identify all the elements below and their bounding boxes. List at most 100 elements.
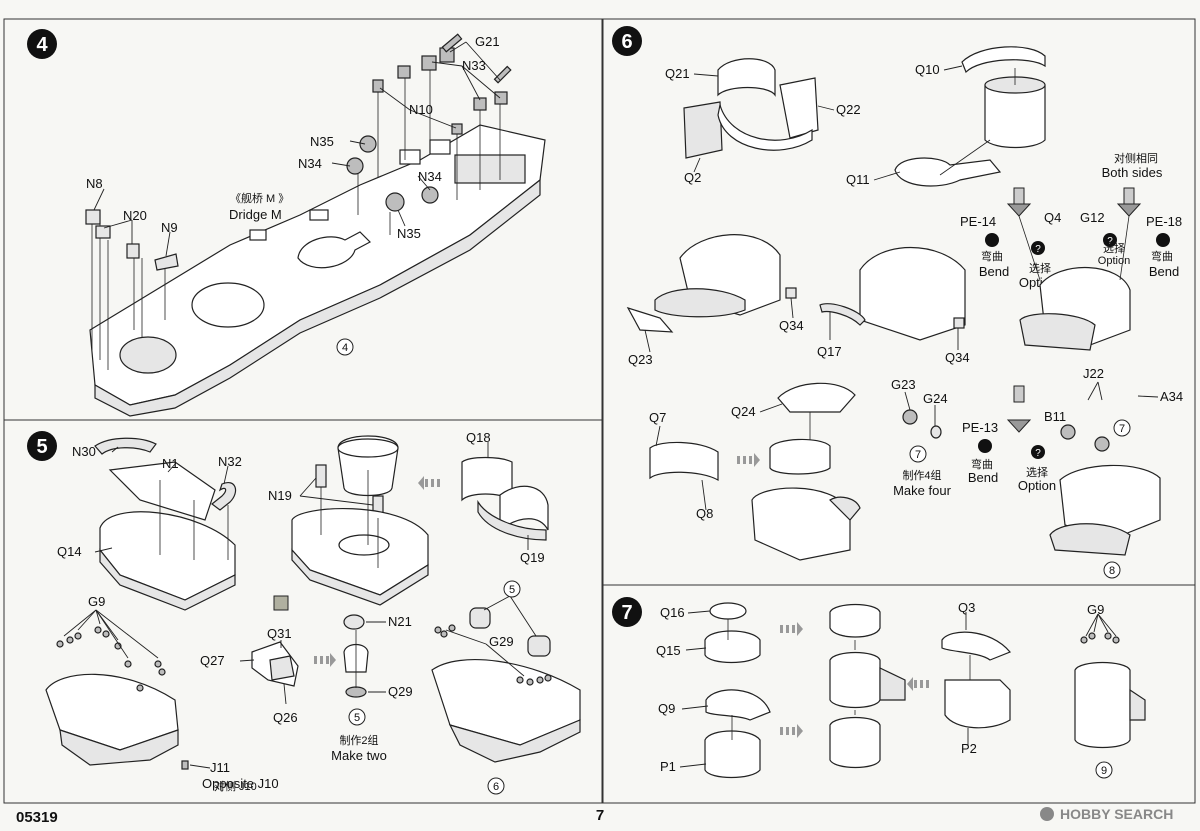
part-B11 <box>1094 436 1110 452</box>
part-Q26 <box>269 655 295 681</box>
superstructure-block <box>454 154 526 184</box>
part-N32 <box>211 482 237 511</box>
label-A34: A34 <box>1160 389 1183 404</box>
label-option-cn-3: 选择 <box>1026 465 1048 479</box>
label-Q29: Q29 <box>388 684 413 699</box>
label-Q34a: Q34 <box>779 318 804 333</box>
label-P2: P2 <box>961 741 977 756</box>
panel-step-5 <box>3 419 603 804</box>
label-Q16: Q16 <box>660 605 685 620</box>
watermark-text: HOBBY SEARCH <box>1060 806 1173 822</box>
part-turret-assembly <box>751 487 851 561</box>
label-option-cn-1: 选择 <box>1029 261 1051 275</box>
part-turret-5 <box>527 635 551 657</box>
part-tower-wing <box>1129 688 1146 721</box>
label-Q18: Q18 <box>466 430 491 445</box>
part-Q10 <box>961 46 1046 74</box>
part-N10 <box>372 79 384 93</box>
hull-side <box>94 178 541 417</box>
part-Q16 <box>709 602 747 620</box>
part-ring <box>769 438 831 475</box>
part-Q3 <box>941 631 1011 661</box>
label-G23: G23 <box>891 377 916 392</box>
part-base-G9 <box>45 673 179 751</box>
part-G21-barrel <box>441 33 463 53</box>
part-N10 <box>451 123 463 135</box>
label-bend-en-2: Bend <box>1149 264 1179 279</box>
label-Q26: Q26 <box>273 710 298 725</box>
sub-ref-7a <box>909 445 927 463</box>
sub-ref-7b-text: 7 <box>1119 423 1125 435</box>
step-5-badge: 5 <box>27 431 57 461</box>
part-N8 <box>85 209 101 225</box>
label-G21: G21 <box>475 34 500 49</box>
label-N9: N9 <box>161 220 178 235</box>
part-G24 <box>930 425 942 439</box>
label-N34b: N34 <box>418 169 442 184</box>
part-G23 <box>902 409 918 425</box>
sub-ref-5b <box>503 580 521 598</box>
svg-text:?: ? <box>1107 236 1113 247</box>
G29-pins <box>434 624 552 686</box>
sub-ref-5a <box>348 708 366 726</box>
sub-ref-7b <box>1113 419 1131 437</box>
svg-text:?: ? <box>1035 244 1041 255</box>
sub-ref-6 <box>487 777 505 795</box>
part-Q21 <box>717 58 776 97</box>
label-Q8: Q8 <box>696 506 713 521</box>
label-Q17: Q17 <box>817 344 842 359</box>
part-base-deck-side <box>291 548 429 606</box>
option-icon: ? <box>1031 445 1045 459</box>
part-tower-G9 <box>1074 661 1131 749</box>
step-7-illustration: Q16 Q15 Q9 P1 Q3 P2 <box>656 600 1146 779</box>
assembly-arrow <box>314 653 336 667</box>
part-base-G29-side <box>448 719 581 763</box>
label-Q27: Q27 <box>200 653 225 668</box>
part-base-G9-side <box>59 729 179 766</box>
part-N35 <box>359 135 377 153</box>
part-N21 <box>343 614 365 630</box>
part-N33 <box>473 97 487 111</box>
part-turret-5 <box>469 607 491 629</box>
label-opposite-cn: 对侧 J10 <box>214 779 257 793</box>
label-Q22: Q22 <box>836 102 861 117</box>
subassembly-ref-4 <box>336 338 354 356</box>
part-N20 <box>126 243 140 259</box>
panel-step-7 <box>602 584 1196 804</box>
part-N9 <box>154 253 179 271</box>
label-N34a: N34 <box>298 156 322 171</box>
sub-ref-8-text: 8 <box>1109 565 1115 577</box>
label-N8: N8 <box>86 176 103 191</box>
part-Q9 <box>705 689 771 721</box>
assembly-arrow <box>737 453 760 467</box>
part-Q19-edge <box>477 499 547 541</box>
svg-text:?: ? <box>1035 448 1041 459</box>
label-Q23: Q23 <box>628 352 653 367</box>
label-G12: G12 <box>1080 210 1105 225</box>
svg-text:6: 6 <box>621 31 632 53</box>
part-N34 <box>421 186 439 204</box>
part-bridge-base-4 <box>1049 523 1131 556</box>
label-N35b: N35 <box>397 226 421 241</box>
part-Q17 <box>819 303 866 326</box>
label-N1: N1 <box>162 456 179 471</box>
assembly-arrow <box>418 476 440 490</box>
label-PE-18: PE-18 <box>1146 214 1182 229</box>
part-base-ring <box>338 534 390 556</box>
part-turret-wing <box>879 667 906 701</box>
part-N30 <box>94 437 157 455</box>
part-Q34 <box>785 287 797 299</box>
part-Q14-side <box>99 548 236 611</box>
part-bridge-base-3 <box>1019 313 1096 351</box>
label-N20: N20 <box>123 208 147 223</box>
label-option-en-3: Option <box>1018 478 1056 493</box>
watermark: HOBBY SEARCH <box>1040 806 1173 822</box>
label-both-sides-cn: 对侧相同 <box>1114 151 1158 165</box>
step-5-illustration: N30 N1 N32 Q14 N19 Q18 Q19 <box>45 430 581 795</box>
part-Q24 <box>777 382 856 413</box>
product-code: 05319 <box>16 809 58 826</box>
label-bridge-en: Dridge M <box>229 207 282 222</box>
label-G24: G24 <box>923 391 948 406</box>
bend-arrow-icon <box>1006 385 1032 433</box>
